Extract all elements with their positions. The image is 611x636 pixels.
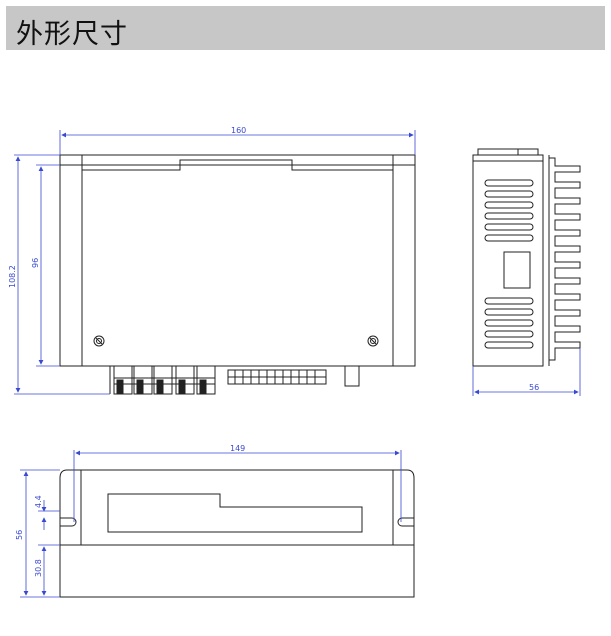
dim-bottom-height: 56 [15,530,24,540]
dim-front-height-total: 108.2 [8,265,17,288]
front-view [59,154,416,395]
bottom-dimensions [20,450,402,598]
side-view [472,148,581,367]
dim-bottom-slot-offset: 4.4 [34,495,43,508]
header-bar: 外形尺寸 [6,6,605,50]
side-vents-upper [484,179,534,242]
bottom-left-flange [59,469,82,545]
bottom-right-flange [392,469,415,545]
dim-bottom-base-height: 30.8 [34,559,43,577]
bottom-slot-right [397,517,414,527]
side-top-connector [477,148,539,156]
front-screw-right [367,335,379,347]
signal-connector [227,369,327,385]
side-vents-lower [484,297,534,349]
power-terminal-block [113,365,216,395]
dim-front-height-body: 96 [31,258,40,268]
bottom-label-area [107,493,363,533]
side-heatsink-fins [542,155,581,366]
dim-bottom-hole-spacing: 149 [230,444,245,453]
dim-front-width: 160 [231,126,246,135]
front-dimensions [14,130,416,395]
page-title: 外形尺寸 [16,19,128,50]
front-body [59,164,416,367]
bottom-base [59,544,415,598]
dip-switch [344,365,360,387]
bottom-slot-left [60,517,77,527]
bottom-view [59,469,415,598]
front-screw-left [93,335,105,347]
side-dimensions [472,348,581,396]
dim-side-depth: 56 [529,383,539,392]
side-label-window [503,251,531,289]
